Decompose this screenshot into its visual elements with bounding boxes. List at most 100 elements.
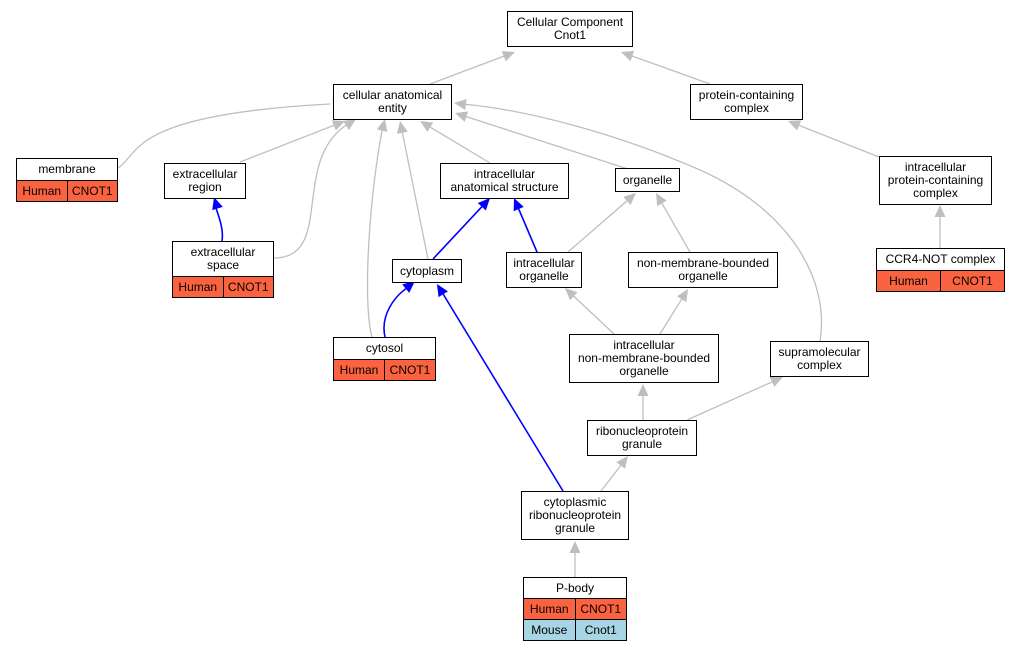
edge-cytoplasm-to-cellular-anatomical-entity-arrowhead [396, 121, 408, 134]
edge-extracellular-region-to-cellular-anatomical-entity [239, 124, 335, 163]
node-extracellular-region[interactable]: extracellular region [164, 163, 246, 199]
ortholog-row-human: Human CNOT1 [524, 598, 626, 619]
edge-cytoplasm-to-intracellular-anatomical-structure-arrowhead [477, 198, 490, 211]
edge-cellular-anatomical-entity-to-cellular-component-arrowhead [501, 51, 515, 62]
node-label: extracellular region [172, 167, 238, 194]
edge-cytosol-to-cytoplasm-arrowhead [402, 281, 415, 293]
gene-cell: CNOT1 [222, 277, 274, 297]
edge-non-membrane-bounded-organelle-to-organelle [660, 202, 691, 253]
edge-cytosol-to-cellular-anatomical-entity-arrowhead [376, 119, 388, 132]
edge-extracellular-space-to-extracellular-region-arrowhead [212, 197, 223, 211]
node-label: organelle [622, 172, 673, 187]
node-cytoplasm[interactable]: cytoplasm [392, 259, 462, 283]
node-intracellular-non-membrane-bounded-organelle[interactable]: intracellular non-membrane-bounded organ… [569, 334, 719, 383]
edge-intracellular-non-membrane-bounded-organelle-to-non-membrane-bounded-organelle-arrowhead [676, 289, 688, 303]
edge-non-membrane-bounded-organelle-to-organelle-arrowhead [656, 193, 667, 207]
node-non-membrane-bounded-organelle[interactable]: non-membrane-bounded organelle [628, 252, 778, 288]
ortholog-row-human: Human CNOT1 [17, 180, 117, 201]
edge-intracellular-anatomical-structure-to-cellular-anatomical-entity-arrowhead [420, 121, 434, 132]
gene-cell: CNOT1 [574, 599, 627, 619]
species-cell: Human [22, 184, 62, 198]
edge-cellular-anatomical-entity-to-cellular-component [429, 55, 505, 85]
node-label: extracellular space [190, 245, 256, 272]
edge-supramolecular-complex-to-cellular-anatomical-entity-arrowhead [454, 99, 467, 110]
edge-ccr4-not-complex-to-intracellular-protein-containing-complex-arrowhead [934, 205, 946, 217]
node-label: intracellular protein-containing complex [887, 160, 984, 200]
node-label: intracellular anatomical structure [450, 167, 559, 194]
node-cellular-component[interactable]: Cellular Component Cnot1 [507, 11, 633, 47]
edge-ribonucleoprotein-granule-to-intracellular-non-membrane-bounded-organelle-arrowhead [637, 384, 649, 396]
edge-membrane-to-cellular-anatomical-entity [117, 103, 331, 169]
node-label: non-membrane-bounded organelle [636, 256, 770, 283]
node-intracellular-organelle[interactable]: intracellular organelle [506, 252, 582, 288]
node-label: protein-containing complex [698, 88, 795, 115]
edge-protein-containing-complex-to-cellular-component [631, 55, 711, 85]
node-label: intracellular organelle [513, 256, 575, 283]
edge-intracellular-organelle-to-organelle-arrowhead [623, 193, 636, 206]
edge-supramolecular-complex-to-cellular-anatomical-entity [461, 103, 823, 342]
edge-organelle-to-cellular-anatomical-entity-arrowhead [455, 111, 469, 122]
ortholog-row-human: Human CNOT1 [173, 276, 273, 297]
node-label: supramolecular complex [778, 345, 861, 372]
edge-protein-containing-complex-to-cellular-component-arrowhead [621, 50, 635, 62]
edge-intracellular-non-membrane-bounded-organelle-to-intracellular-organelle-arrowhead [565, 288, 578, 301]
ortholog-row-human: Human CNOT1 [334, 359, 435, 380]
edge-intracellular-organelle-to-organelle [567, 199, 629, 253]
edge-p-body-to-cytoplasmic-ribonucleoprotein-granule-arrowhead [569, 541, 581, 553]
edge-intracellular-non-membrane-bounded-organelle-to-non-membrane-bounded-organelle [659, 297, 683, 335]
node-label: cellular anatomical entity [342, 88, 443, 115]
edge-cytoplasmic-ribonucleoprotein-granule-to-cytoplasm [442, 292, 564, 492]
node-organelle[interactable]: organelle [615, 168, 680, 192]
node-label: intracellular non-membrane-bounded organ… [577, 338, 711, 378]
edge-intracellular-non-membrane-bounded-organelle-to-intracellular-organelle [572, 295, 615, 335]
edge-intracellular-anatomical-structure-to-cellular-anatomical-entity [429, 126, 491, 164]
node-supramolecular-complex[interactable]: supramolecular complex [770, 341, 869, 377]
node-label: membrane [38, 162, 96, 176]
gene-cell: Cnot1 [574, 620, 627, 640]
species-cell: Human [339, 363, 379, 377]
edge-intracellular-protein-containing-complex-to-protein-containing-complex [797, 124, 880, 158]
ortholog-row-human: Human CNOT1 [877, 270, 1004, 291]
gene-cell: CNOT1 [384, 360, 435, 380]
edge-cytosol-to-cellular-anatomical-entity [366, 125, 384, 338]
node-cytoplasmic-ribonucleoprotein-granule[interactable]: cytoplasmic ribonucleoprotein granule [521, 491, 629, 540]
edge-intracellular-organelle-to-intracellular-anatomical-structure-arrowhead [513, 198, 524, 212]
node-intracellular-protein-containing-complex[interactable]: intracellular protein-containing complex [879, 156, 992, 205]
node-protein-containing-complex[interactable]: protein-containing complex [690, 84, 803, 120]
ortholog-row-mouse: Mouse Cnot1 [524, 619, 626, 640]
species-cell: Human [889, 274, 928, 288]
gene-cell: CNOT1 [66, 181, 118, 201]
edge-cytoplasmic-ribonucleoprotein-granule-to-ribonucleoprotein-granule [600, 464, 622, 492]
edge-extracellular-space-to-cellular-anatomical-entity-arrowhead [342, 119, 356, 131]
edge-ribonucleoprotein-granule-to-supramolecular-complex-arrowhead [769, 376, 783, 387]
edge-extracellular-space-to-extracellular-region [214, 204, 224, 242]
node-label: ribonucleoprotein granule [595, 424, 689, 451]
node-label: cytosol [365, 341, 404, 355]
edge-organelle-to-cellular-anatomical-entity [465, 115, 629, 170]
node-label: P-body [555, 580, 595, 595]
species-cell: Human [529, 602, 569, 616]
edge-cytoplasmic-ribonucleoprotein-granule-to-cytoplasm-arrowhead [437, 284, 448, 298]
node-label: cytoplasm [399, 263, 455, 278]
edge-ribonucleoprotein-granule-to-supramolecular-complex [686, 380, 774, 421]
node-label: Cellular Component Cnot1 [516, 15, 624, 42]
species-cell: Mouse [531, 623, 568, 637]
node-cellular-anatomical-entity[interactable]: cellular anatomical entity [333, 84, 452, 120]
edge-cytoplasmic-ribonucleoprotein-granule-to-ribonucleoprotein-granule-arrowhead [616, 456, 628, 469]
edge-intracellular-organelle-to-intracellular-anatomical-structure [517, 207, 538, 253]
node-label: cytoplasmic ribonucleoprotein granule [528, 495, 622, 535]
edge-cytoplasm-to-cellular-anatomical-entity [401, 131, 429, 260]
species-cell: Human [178, 280, 218, 294]
edge-extracellular-space-to-cellular-anatomical-entity [273, 123, 349, 259]
gene-cell: CNOT1 [940, 271, 1004, 291]
node-intracellular-anatomical-structure[interactable]: intracellular anatomical structure [440, 163, 569, 199]
edge-cytosol-to-cytoplasm [383, 285, 411, 338]
node-ribonucleoprotein-granule[interactable]: ribonucleoprotein granule [587, 420, 697, 456]
